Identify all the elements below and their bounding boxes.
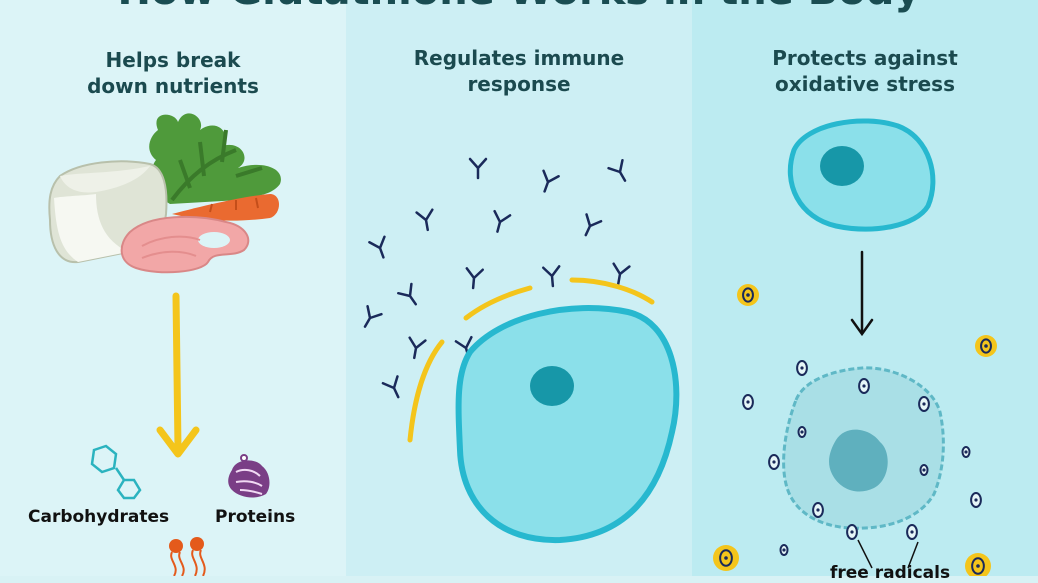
arrow-down-icon: [850, 250, 874, 337]
heading-line: response: [467, 72, 571, 96]
antibody-icon: [363, 304, 383, 328]
heading-line: down nutrients: [87, 74, 259, 98]
antibody-icon: [607, 158, 627, 182]
free-radical-icon: [858, 378, 870, 394]
free-radical-icon: [768, 454, 780, 470]
free-radical-icon: [965, 553, 991, 576]
heading-regulates-immune-response: Regulates immune response: [346, 45, 692, 97]
free-radicals: [713, 284, 997, 576]
free-radical-icon: [812, 502, 824, 518]
free-radical-icon: [846, 524, 858, 540]
carrot-icon: [172, 194, 279, 221]
protein-icon: [228, 454, 270, 498]
free-radical-icon: [975, 335, 997, 357]
carbohydrate-molecule-icon: [90, 444, 142, 500]
free-radical-icon: [737, 284, 759, 306]
free-radical-icon: [779, 544, 789, 556]
immune-cell: [455, 305, 680, 544]
antibody-icon: [415, 208, 434, 232]
antibody-icon: [408, 336, 427, 360]
free-radical-icon: [906, 524, 918, 540]
antibody-icon: [368, 235, 386, 259]
free-radical-icon: [918, 396, 930, 412]
antibody-icon: [584, 213, 603, 237]
antibody-icon: [541, 265, 561, 288]
nutrient-label-carbohydrates: Carbohydrates: [28, 507, 170, 527]
heading-helps-break-down-nutrients: Helps break down nutrients: [0, 47, 346, 99]
antibody-icon: [381, 375, 400, 399]
free-radical-icon: [961, 446, 971, 458]
salmon-steak-icon: [120, 215, 250, 274]
food-illustration: [48, 113, 281, 274]
healthy-cell: [787, 118, 936, 232]
antibody-icon: [612, 262, 631, 286]
heading-line: Helps break: [105, 48, 241, 72]
free-radicals-label: free radicals: [830, 563, 951, 583]
free-radical-icon: [713, 545, 739, 571]
free-radical-icon: [742, 394, 754, 410]
heading-line: oxidative stress: [775, 72, 955, 96]
page-title: How Glutathione Works in the Body: [0, 0, 1038, 16]
antibody-icon: [397, 282, 417, 306]
antibody-icon: [542, 169, 560, 193]
antibodies: [363, 157, 631, 399]
damaged-cell: [782, 366, 945, 530]
free-radical-icon: [970, 492, 982, 508]
antibody-icon: [468, 157, 488, 180]
cell-nucleus: [820, 146, 864, 186]
heading-line: Protects against: [772, 46, 958, 70]
lipid-icon: [169, 537, 206, 576]
antibody-icon: [493, 209, 512, 233]
arrow-down-icon: [156, 292, 200, 458]
cell-nucleus: [829, 429, 888, 492]
glutathione-arcs: [407, 277, 655, 443]
free-radical-icon: [919, 464, 929, 476]
free-radical-pointers: [857, 539, 919, 569]
heading-line: Regulates immune: [413, 46, 625, 70]
panel-break-down-nutrients: [0, 0, 346, 576]
free-radical-icon: [796, 360, 808, 376]
kale-icon: [149, 113, 281, 204]
heading-protects-against-oxidative-stress: Protects against oxidative stress: [692, 45, 1038, 97]
cell-nucleus: [530, 366, 574, 406]
free-radical-icon: [797, 426, 807, 438]
antibody-icon: [465, 267, 485, 290]
nutrient-label-proteins: Proteins: [215, 507, 296, 527]
